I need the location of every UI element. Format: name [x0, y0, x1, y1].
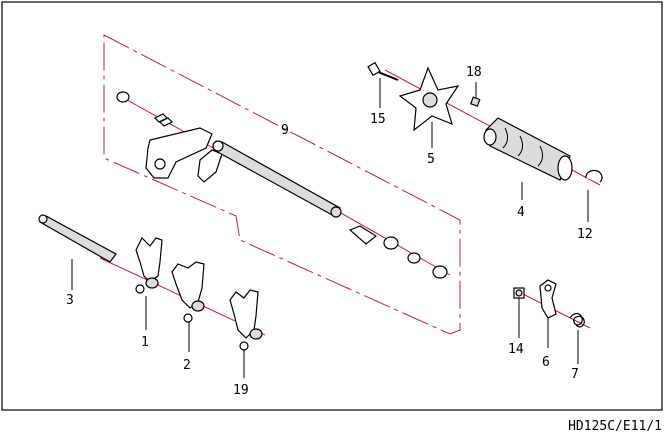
part-18-pin	[470, 96, 481, 107]
callout-6: 6	[542, 355, 550, 370]
callout-2: 2	[183, 358, 191, 373]
reference-code: HD125C/E11/1	[568, 419, 662, 434]
callout-15: 15	[370, 112, 386, 127]
callout-7: 7	[571, 367, 579, 382]
part-7-spring	[569, 312, 585, 328]
part-2-shift-fork	[171, 261, 205, 323]
callout-5: 5	[427, 152, 435, 167]
callout-19: 19	[233, 383, 249, 398]
part-14-bolt	[513, 287, 525, 299]
callout-9: 9	[281, 123, 289, 138]
callout-18: 18	[466, 65, 482, 80]
callouts: 3 1 2 19 9 15 5 18 4 12 14 6 7	[66, 65, 593, 398]
axis-lines	[99, 69, 601, 336]
callout-3: 3	[66, 293, 74, 308]
part-5-star-cam-plate	[398, 66, 460, 132]
part-12-circlip	[585, 169, 603, 183]
part-9-shift-shaft-assembly	[116, 91, 448, 279]
diagram-frame	[1, 1, 663, 411]
callout-1: 1	[141, 335, 149, 350]
part-19-shift-fork	[229, 289, 263, 351]
callout-4: 4	[517, 205, 525, 220]
callout-12: 12	[577, 227, 593, 242]
leader-lines	[71, 78, 589, 378]
part-6-stopper-lever	[539, 279, 557, 319]
part-4-shift-drum	[483, 117, 573, 181]
part-3-shaft	[38, 214, 117, 263]
group-9-outline	[103, 34, 461, 335]
part-15-bolt	[367, 61, 399, 81]
part-1-shift-fork	[135, 236, 163, 294]
callout-14: 14	[508, 342, 524, 357]
